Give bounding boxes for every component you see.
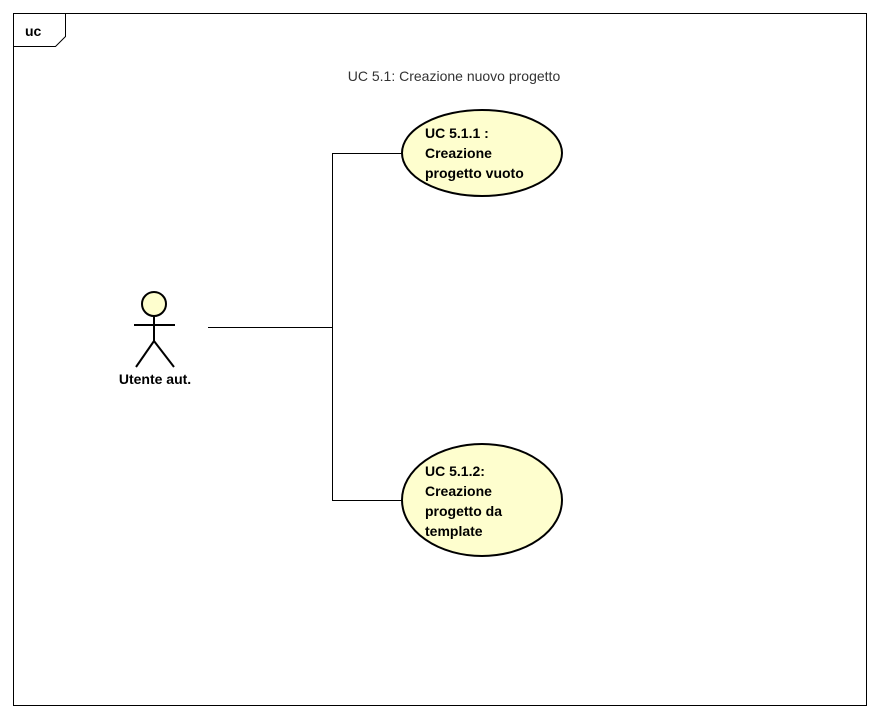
actor-right-leg	[153, 340, 175, 368]
actor-head	[141, 291, 167, 317]
use-case-label-line: template	[425, 523, 483, 539]
use-case-5-1-1[interactable]: UC 5.1.1 : Creazione progetto vuoto	[401, 109, 563, 197]
frame-tag-box	[13, 13, 66, 47]
use-case-label-line: UC 5.1.2:	[425, 463, 485, 479]
use-case-label: UC 5.1.2: Creazione progetto da template	[425, 463, 506, 539]
use-case-label-line: UC 5.1.1 :	[425, 125, 489, 141]
use-case-ellipse	[401, 443, 563, 557]
use-case-label: UC 5.1.1 : Creazione progetto vuoto	[425, 125, 524, 181]
diagram-frame	[13, 13, 867, 706]
actor-left-leg	[135, 340, 155, 368]
use-case-label-line: Creazione	[425, 483, 492, 499]
actor-label: Utente aut.	[119, 371, 191, 387]
diagram-title: UC 5.1: Creazione nuovo progetto	[348, 68, 561, 84]
association-lines	[208, 153, 402, 501]
use-case-label-line: Creazione	[425, 145, 492, 161]
use-case-label-line: progetto da	[425, 503, 502, 519]
use-case-label-line: progetto vuoto	[425, 165, 524, 181]
use-case-ellipse	[401, 109, 563, 197]
frame-tag-label: uc	[25, 23, 42, 39]
actor[interactable]: Utente aut.	[119, 291, 191, 387]
use-case-5-1-2[interactable]: UC 5.1.2: Creazione progetto da template	[401, 443, 563, 557]
